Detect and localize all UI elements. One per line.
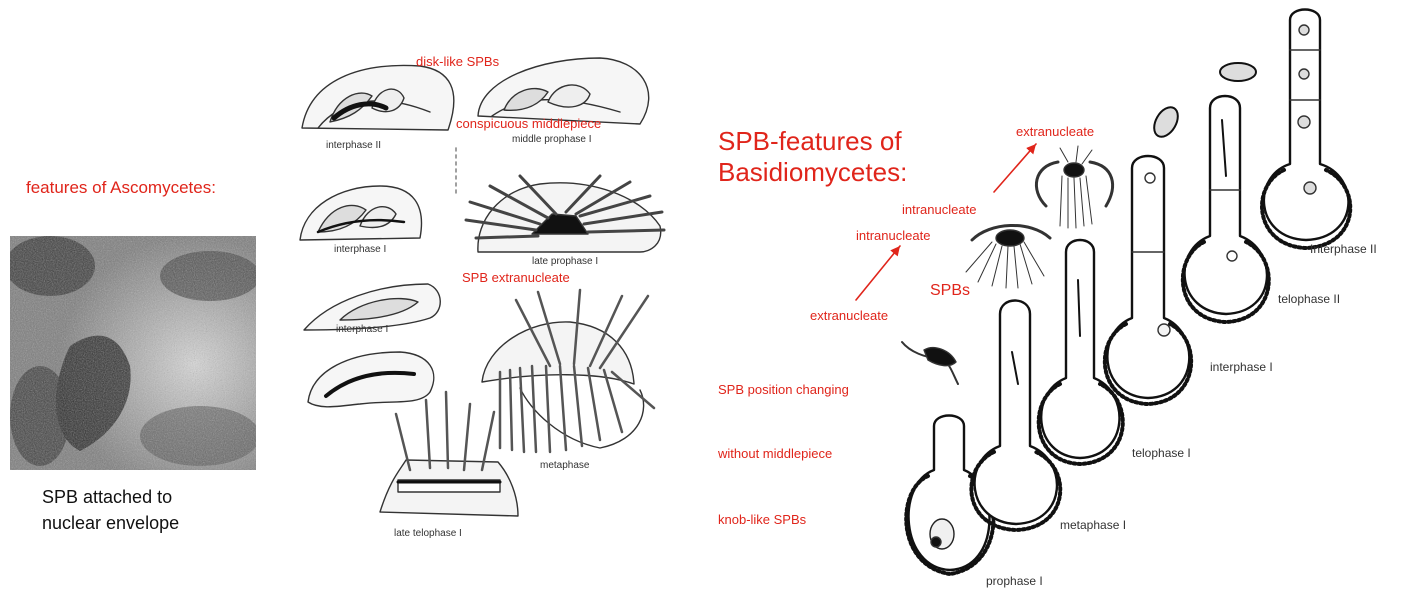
label-spb-position-changing: SPB position changing	[718, 382, 849, 397]
stage-telophase-ii: telophase II	[1278, 292, 1340, 306]
asco-crescent-drawing	[308, 352, 434, 407]
basidio-heading-line-1: SPB-features of	[718, 126, 902, 157]
basidio-interphase-ii-drawing	[1262, 10, 1350, 249]
asco-middle-prophase-drawing	[478, 58, 649, 124]
label-extranucleate-bottom: extranucleate	[810, 308, 888, 323]
stage-late-telophase-i: late telophase I	[394, 528, 462, 539]
stage-interphase-i-a: interphase I	[334, 244, 386, 255]
stage-interphase-i: interphase I	[1210, 360, 1273, 374]
label-intranucleate-a: intranucleate	[902, 202, 976, 217]
stage-telophase-i: telophase I	[1132, 446, 1191, 460]
asco-late-telophase-drawing	[380, 392, 518, 516]
asco-late-prophase-drawing	[466, 176, 664, 252]
stage-interphase-ii: Interphase II	[1310, 242, 1377, 256]
stage-interphase-i-b: interphase I	[336, 324, 388, 335]
stage-prophase-i: prophase I	[986, 574, 1043, 588]
basidio-spb-extranucleate-drawing	[1036, 146, 1112, 228]
label-spb-extranucleate: SPB extranucleate	[462, 270, 570, 285]
stage-metaphase: metaphase	[540, 460, 589, 471]
asco-interphase-ii-drawing	[302, 65, 454, 130]
label-spbs: SPBs	[930, 282, 970, 300]
stage-middle-prophase-i: middle prophase I	[512, 134, 592, 145]
label-knob-like-spbs: knob-like SPBs	[718, 512, 806, 527]
label-extranucleate-top: extranucleate	[1016, 124, 1094, 139]
stage-metaphase-i: metaphase I	[1060, 518, 1126, 532]
basidio-interphase-drawing	[1105, 156, 1191, 404]
basidio-telophase-ii-drawing	[1183, 96, 1269, 322]
asco-interphase-i-a-drawing	[300, 186, 421, 240]
basidio-spb-intranucleate-drawing	[966, 225, 1050, 288]
label-disk-like-spbs: disk-like SPBs	[416, 54, 499, 69]
label-intranucleate-b: intranucleate	[856, 228, 930, 243]
basidio-knob-spb-drawing	[902, 342, 958, 384]
stage-interphase-ii: interphase II	[326, 140, 381, 151]
label-conspicuous-middlepiece: conspicuous middlepiece	[456, 116, 601, 131]
label-without-middlepiece: without middlepiece	[718, 446, 832, 461]
stage-late-prophase-i: late prophase I	[532, 256, 598, 267]
asco-metaphase-drawing	[482, 290, 654, 452]
basidio-heading-line-2: Basidiomycetes:	[718, 157, 907, 188]
